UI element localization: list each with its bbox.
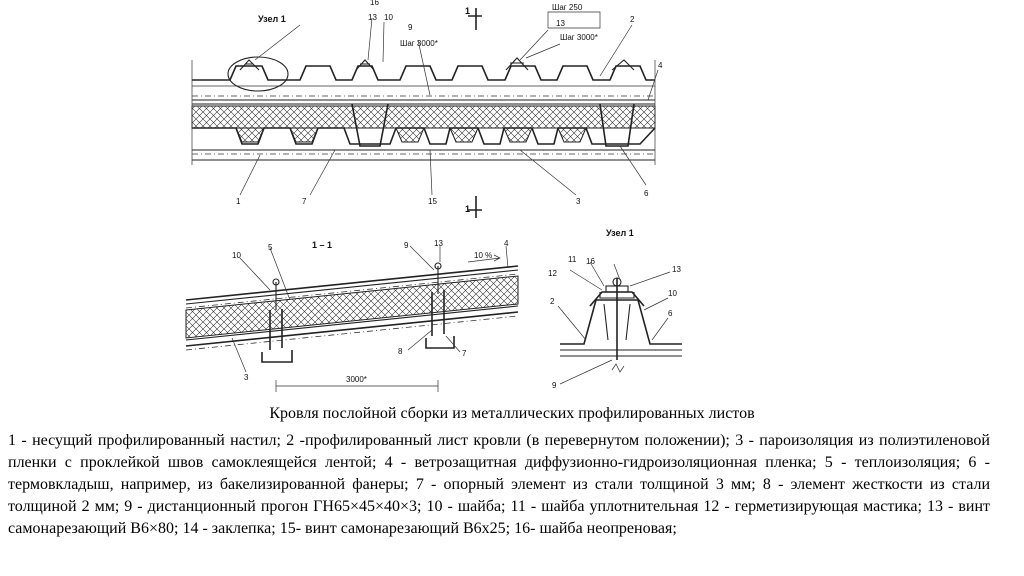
node-label-2: 2 bbox=[550, 297, 555, 306]
section-insulation bbox=[185, 275, 519, 339]
label-step-3000b: Шаг 3000* bbox=[560, 33, 598, 42]
label-13b: 13 bbox=[556, 19, 565, 28]
sec-label-9: 9 bbox=[404, 241, 409, 250]
section-mark-top: 1 bbox=[465, 6, 470, 16]
label-2: 2 bbox=[630, 15, 635, 24]
ridge-cap bbox=[505, 57, 529, 71]
node-label-16: 16 bbox=[586, 257, 595, 266]
support-element bbox=[351, 103, 389, 147]
node-detail: Узел 1 11 16 12 13 2 10 6 9 bbox=[548, 228, 682, 390]
ridge-cap bbox=[355, 59, 375, 71]
label-uzel1: Узел 1 bbox=[258, 14, 286, 24]
node-label-12: 12 bbox=[548, 269, 557, 278]
label-step-250: Шаг 250 bbox=[552, 3, 583, 12]
section-support bbox=[261, 309, 293, 363]
support-element bbox=[599, 103, 635, 147]
roof-construction-drawing: 1 1 Узел 1 16 13 10 9 Шаг 3000* Шаг 250 … bbox=[185, 0, 682, 392]
label-7: 7 bbox=[302, 197, 307, 206]
label-13: 13 bbox=[368, 13, 377, 22]
label-15: 15 bbox=[428, 197, 437, 206]
node-roof-sheet bbox=[560, 299, 682, 345]
sec-label-10: 10 bbox=[232, 251, 241, 260]
load-bearing-deck bbox=[192, 127, 656, 145]
section-mark-bottom: 1 bbox=[465, 204, 470, 214]
dimension-label: 3000* bbox=[346, 375, 367, 384]
sec-label-5: 5 bbox=[268, 243, 273, 252]
ridge-cap bbox=[239, 59, 260, 71]
label-6: 6 bbox=[644, 189, 649, 198]
node-label-13: 13 bbox=[672, 265, 681, 274]
roof-profiled-sheet bbox=[192, 65, 655, 81]
node-label-9: 9 bbox=[552, 381, 557, 390]
node-1-marker bbox=[227, 56, 289, 92]
label-3: 3 bbox=[576, 197, 581, 206]
node-label-6: 6 bbox=[668, 309, 673, 318]
node-label-10: 10 bbox=[668, 289, 677, 298]
label-4: 4 bbox=[658, 61, 663, 70]
section-title: 1 – 1 bbox=[312, 240, 332, 250]
ridge-cap bbox=[611, 59, 635, 71]
section-support bbox=[425, 290, 455, 349]
label-10: 10 bbox=[384, 13, 393, 22]
node-title: Узел 1 bbox=[606, 228, 634, 238]
insulation-layer bbox=[191, 105, 656, 129]
section-view: 1 – 1 10 % 3000* 10 5 9 13 4 8 7 3 bbox=[185, 239, 519, 392]
sec-label-7: 7 bbox=[462, 349, 467, 358]
slope-label: 10 % bbox=[474, 251, 492, 260]
label-9: 9 bbox=[408, 23, 413, 32]
label-1: 1 bbox=[236, 197, 241, 206]
top-view: 1 1 Узел 1 16 13 10 9 Шаг 3000* Шаг 250 … bbox=[191, 0, 663, 218]
sec-label-3: 3 bbox=[244, 373, 249, 382]
label-16: 16 bbox=[370, 0, 379, 7]
figure-caption: Кровля послойной сборки из металлических… bbox=[269, 405, 755, 422]
sec-label-13: 13 bbox=[434, 239, 443, 248]
figure-legend: 1 - несущий профилированный настил; 2 -п… bbox=[8, 432, 990, 537]
sec-label-4: 4 bbox=[504, 239, 509, 248]
label-step-3000a: Шаг 3000* bbox=[400, 39, 438, 48]
sec-label-8: 8 bbox=[398, 347, 403, 356]
node-label-11: 11 bbox=[568, 255, 577, 264]
